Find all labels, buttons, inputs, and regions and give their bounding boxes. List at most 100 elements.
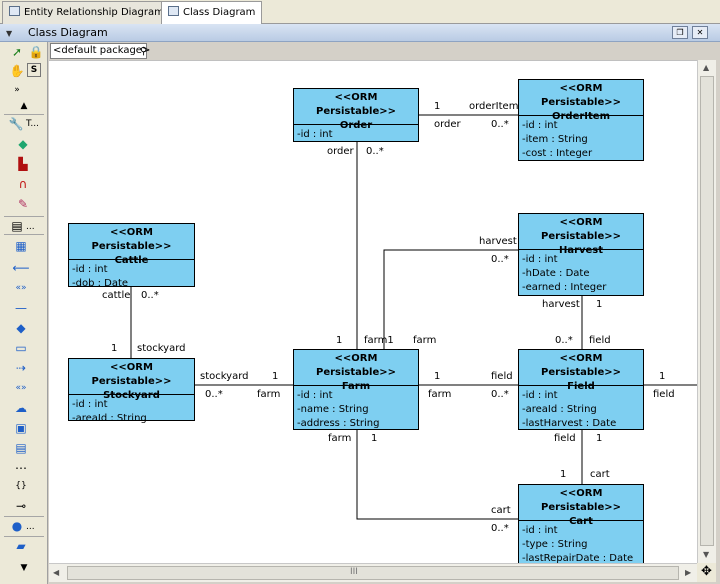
multiplicity-label: 1 [596, 433, 603, 444]
generalization-icon[interactable]: ⟵ [12, 261, 30, 275]
restore-icon[interactable]: ❐ [672, 26, 688, 39]
scroll-left-icon[interactable]: ◀ [53, 568, 60, 577]
attribute: -id : int [297, 390, 333, 401]
multiplicity-label: 0..* [366, 146, 384, 157]
hand-icon[interactable]: ✋ [9, 64, 25, 78]
scroll-up-icon[interactable]: ▲ [20, 101, 28, 111]
multiplicity-label: 0..* [555, 335, 573, 346]
class-stockyard[interactable]: <<ORM Persistable>>Stockyard -id : int -… [68, 358, 195, 424]
attribute: -id : int [522, 120, 558, 131]
multiplicity-label: 0..* [491, 119, 509, 130]
role-label: field [653, 389, 675, 400]
multiplicity-label: 1 [272, 371, 279, 382]
format-icon[interactable]: ▙ [18, 157, 28, 171]
anchor-icon[interactable]: ⋯ [15, 461, 27, 475]
role-label: field [554, 433, 576, 444]
role-label: stockyard [137, 343, 186, 354]
scroll-grip: III [350, 567, 358, 577]
window-title: Class Diagram [28, 26, 108, 39]
dependency-icon[interactable]: ⇢ [15, 361, 27, 375]
tab-bar: Entity Relationship Diagram1 Class Diagr… [0, 0, 720, 25]
multiplicity-label: 0..* [491, 389, 509, 400]
association-icon[interactable]: — [15, 301, 27, 315]
attribute: -areaId : String [72, 413, 147, 424]
role-label: farm [328, 433, 352, 444]
stereotype: <<ORM Persistable>> [91, 362, 172, 387]
attribute: -id : int [522, 254, 558, 265]
cloud-icon[interactable]: ☁ [15, 401, 27, 415]
select-icon[interactable]: ➚ [11, 45, 23, 59]
role-label: cart [590, 469, 610, 480]
role-label: harvest [542, 299, 580, 310]
multiplicity-label: 1 [371, 433, 378, 444]
class-name: Cattle [114, 255, 149, 266]
magnet-icon[interactable]: ∩ [18, 177, 28, 191]
multiplicity-label: 0..* [205, 389, 223, 400]
constraint-icon[interactable]: {} [15, 481, 27, 491]
multiplicity-label: 0..* [141, 290, 159, 301]
diagram-titlebar: ▼ Class Diagram ❐ ✕ [0, 24, 720, 42]
vertical-scrollbar[interactable]: ▲ ▼ [697, 60, 716, 563]
diagram-tab-icon [9, 6, 20, 16]
search-icon[interactable]: ⚲ [140, 46, 148, 57]
attribute: -hDate : Date [522, 268, 590, 279]
role-label: stockyard [200, 371, 249, 382]
attribute: -earned : Integer [522, 282, 607, 293]
pen-icon[interactable]: ✎ [17, 197, 29, 211]
class-name: Field [567, 381, 595, 392]
attribute: -dob : Date [72, 278, 129, 289]
attribute: -id : int [297, 129, 333, 140]
attribute: -lastRepairDate : Date [522, 553, 634, 564]
multiplicity-label: 1 [659, 371, 666, 382]
class-name: Order [339, 120, 373, 131]
scroll-down-icon[interactable]: ▼ [703, 550, 710, 559]
folder-icon[interactable]: ▰ [16, 539, 26, 553]
usage-icon[interactable]: «» [15, 383, 27, 393]
role-label: farm [428, 389, 452, 400]
lock-icon[interactable]: 🔒 [28, 45, 44, 59]
class-field[interactable]: <<ORM Persistable>>Field -id : int -area… [518, 349, 644, 430]
stereotype: <<ORM Persistable>> [540, 217, 622, 242]
close-icon[interactable]: ✕ [692, 26, 708, 39]
move-icon[interactable]: ✥ [697, 563, 716, 582]
role-label: farm [257, 389, 281, 400]
note-icon[interactable]: ▤ [15, 441, 27, 455]
class-cart[interactable]: <<ORM Persistable>>Cart -id : int -type … [518, 484, 644, 564]
horizontal-scroll-thumb[interactable]: III [67, 566, 679, 580]
horizontal-scrollbar[interactable]: ◀ III ▶ [49, 563, 697, 582]
role-label: field [491, 371, 513, 382]
role-label: farm1 [364, 335, 394, 346]
link-icon[interactable]: ⊸ [15, 499, 27, 513]
tab-class-diagram[interactable]: Class Diagram [161, 1, 263, 25]
package-selector[interactable]: <default package> [50, 43, 150, 59]
shortcut-icon[interactable]: S [27, 63, 41, 77]
class-harvest[interactable]: <<ORM Persistable>>Harvest -id : int -hD… [518, 213, 644, 296]
shapes-icon[interactable]: ● [11, 519, 23, 533]
scroll-up-icon[interactable]: ▲ [703, 63, 710, 72]
notes-icon[interactable]: ▤ [11, 219, 23, 233]
class-order[interactable]: <<ORM Persistable>> Order -id : int [293, 88, 419, 142]
scroll-right-icon[interactable]: ▶ [685, 568, 692, 577]
collapse-icon[interactable]: ▼ [6, 29, 13, 38]
class-cattle[interactable]: <<ORM Persistable>>Cattle -id : int -dob… [68, 223, 195, 289]
expand-icon[interactable]: » [14, 85, 20, 95]
vertical-scroll-thumb[interactable] [700, 76, 714, 546]
multiplicity-label: 1 [434, 101, 441, 112]
realization-icon[interactable]: «» [15, 283, 27, 293]
multiplicity-label: 1 [434, 371, 441, 382]
role-label: harvest [479, 236, 517, 247]
attribute: -name : String [297, 404, 369, 415]
scroll-down-icon[interactable]: ▼ [20, 563, 28, 573]
interface-icon[interactable]: ▭ [15, 341, 27, 355]
class-orderitem[interactable]: <<ORM Persistable>>OrderItem -id : int -… [518, 79, 644, 161]
class-icon[interactable]: ▦ [15, 239, 27, 253]
tab-erd[interactable]: Entity Relationship Diagram1 [2, 1, 178, 24]
attribute: -address : String [297, 418, 380, 429]
package-icon[interactable]: ◆ [16, 321, 26, 335]
stereotype: <<ORM Persistable>> [315, 92, 397, 117]
class-name: Cart [569, 516, 593, 527]
class-farm[interactable]: <<ORM Persistable>>Farm -id : int -name … [293, 349, 419, 430]
tool-icon[interactable]: 🔧 [8, 117, 24, 131]
eraser-icon[interactable]: ◆ [18, 137, 28, 151]
enum-icon[interactable]: ▣ [15, 421, 27, 435]
